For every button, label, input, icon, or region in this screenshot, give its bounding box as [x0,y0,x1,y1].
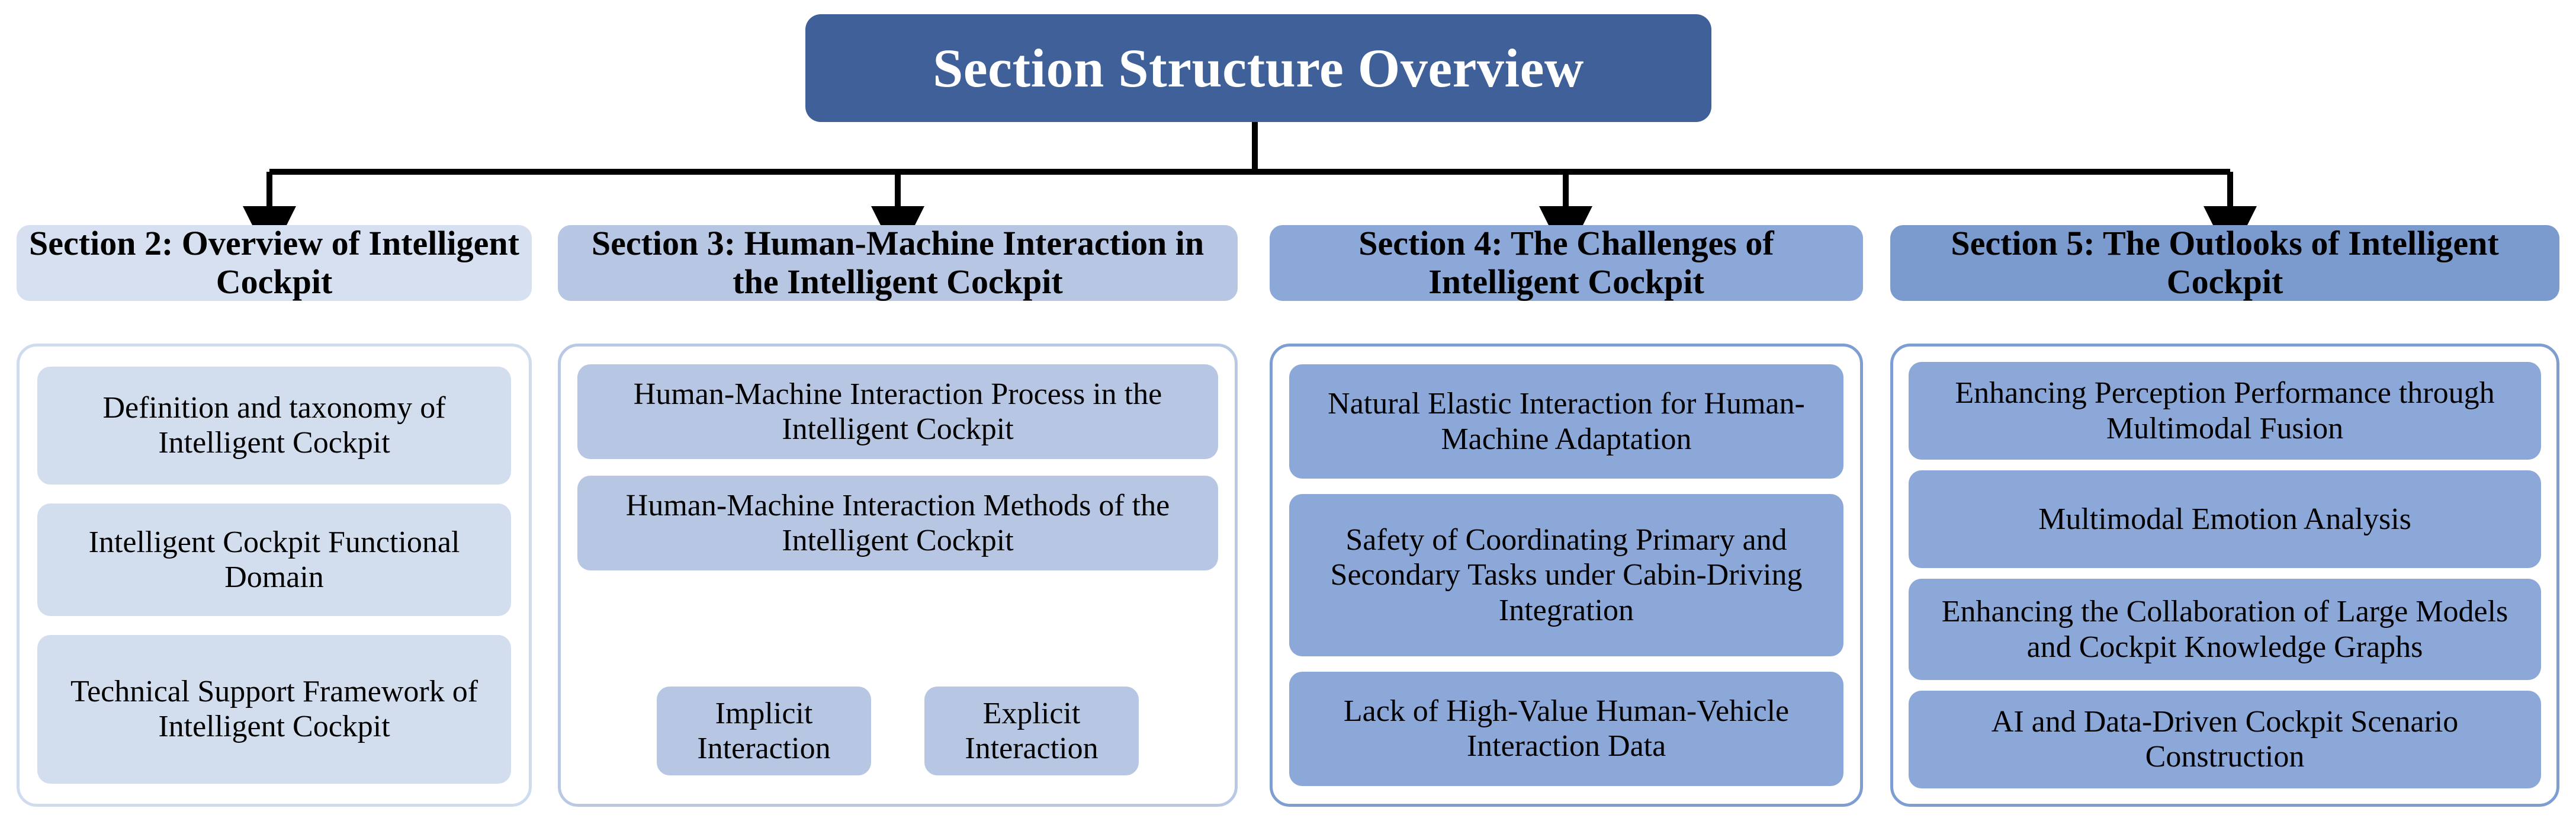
section-5-header-label: Section 5: The Outlooks of Intelligent C… [1951,224,2499,301]
section-3-header-label: Section 3: Human-Machine Interaction in … [591,224,1205,301]
section-3-header[interactable]: Section 3: Human-Machine Interaction in … [558,224,1238,301]
list-item[interactable]: Enhancing Perception Performance through… [1909,362,2541,460]
section-2-body: Definition and taxonomy of Intelligent C… [17,344,532,807]
list-item-label: AI and Data-Driven Cockpit Scenario Cons… [1991,705,2459,774]
list-item-label: Multimodal Emotion Analysis [2038,502,2411,537]
list-item[interactable]: AI and Data-Driven Cockpit Scenario Cons… [1909,690,2541,789]
list-item-label: Natural Elastic Interaction for Human-Ma… [1328,387,1805,456]
list-item-label: Explicit Interaction [965,696,1099,765]
list-item[interactable]: Lack of High-Value Human-Vehicle Interac… [1289,671,1843,786]
list-item[interactable]: Definition and taxonomy of Intelligent C… [37,367,511,485]
list-item[interactable]: Human-Machine Interaction Process in the… [577,364,1218,459]
list-item[interactable]: Technical Support Framework of Intellige… [37,634,511,784]
page-title: Section Structure Overview [933,37,1584,98]
section-3-parent-stack: Human-Machine Interaction Process in the… [577,364,1218,570]
list-item-label: Human-Machine Interaction Process in the… [633,377,1162,446]
section-5-body: Enhancing Perception Performance through… [1890,344,2559,807]
list-item-label: Intelligent Cockpit Functional Domain [88,525,460,594]
section-4-header[interactable]: Section 4: The Challenges of Intelligent… [1270,224,1863,301]
list-item-label: Implicit Interaction [697,696,831,765]
list-item[interactable]: Multimodal Emotion Analysis [1909,470,2541,569]
list-item-label: Safety of Coordinating Primary and Secon… [1330,523,1803,627]
list-item-label: Lack of High-Value Human-Vehicle Interac… [1343,694,1790,764]
section-5-header[interactable]: Section 5: The Outlooks of Intelligent C… [1890,224,2559,301]
list-item[interactable]: Implicit Interaction [657,687,871,775]
list-item-label: Human-Machine Interaction Methods of the… [625,488,1170,557]
section-2-header[interactable]: Section 2: Overview of Intelligent Cockp… [17,224,532,301]
list-item-label: Technical Support Framework of Intellige… [70,675,478,744]
list-item[interactable]: Natural Elastic Interaction for Human-Ma… [1289,364,1843,479]
list-item-label: Definition and taxonomy of Intelligent C… [102,391,446,460]
section-3-body: Human-Machine Interaction Process in the… [558,344,1238,807]
list-item[interactable]: Enhancing the Collaboration of Large Mod… [1909,579,2541,680]
section-4-body: Natural Elastic Interaction for Human-Ma… [1270,344,1863,807]
list-item[interactable]: Human-Machine Interaction Methods of the… [577,476,1218,570]
section-4-header-label: Section 4: The Challenges of Intelligent… [1358,224,1774,301]
list-item-label: Enhancing Perception Performance through… [1955,376,2495,445]
list-item[interactable]: Intelligent Cockpit Functional Domain [37,503,511,616]
section-3-leaf-row: Implicit Interaction Explicit Interactio… [577,687,1218,775]
list-item[interactable]: Safety of Coordinating Primary and Secon… [1289,494,1843,656]
list-item[interactable]: Explicit Interaction [924,687,1139,775]
diagram-title-box: Section Structure Overview [805,14,1711,122]
section-2-header-label: Section 2: Overview of Intelligent Cockp… [29,224,519,301]
list-item-label: Enhancing the Collaboration of Large Mod… [1941,595,2508,664]
